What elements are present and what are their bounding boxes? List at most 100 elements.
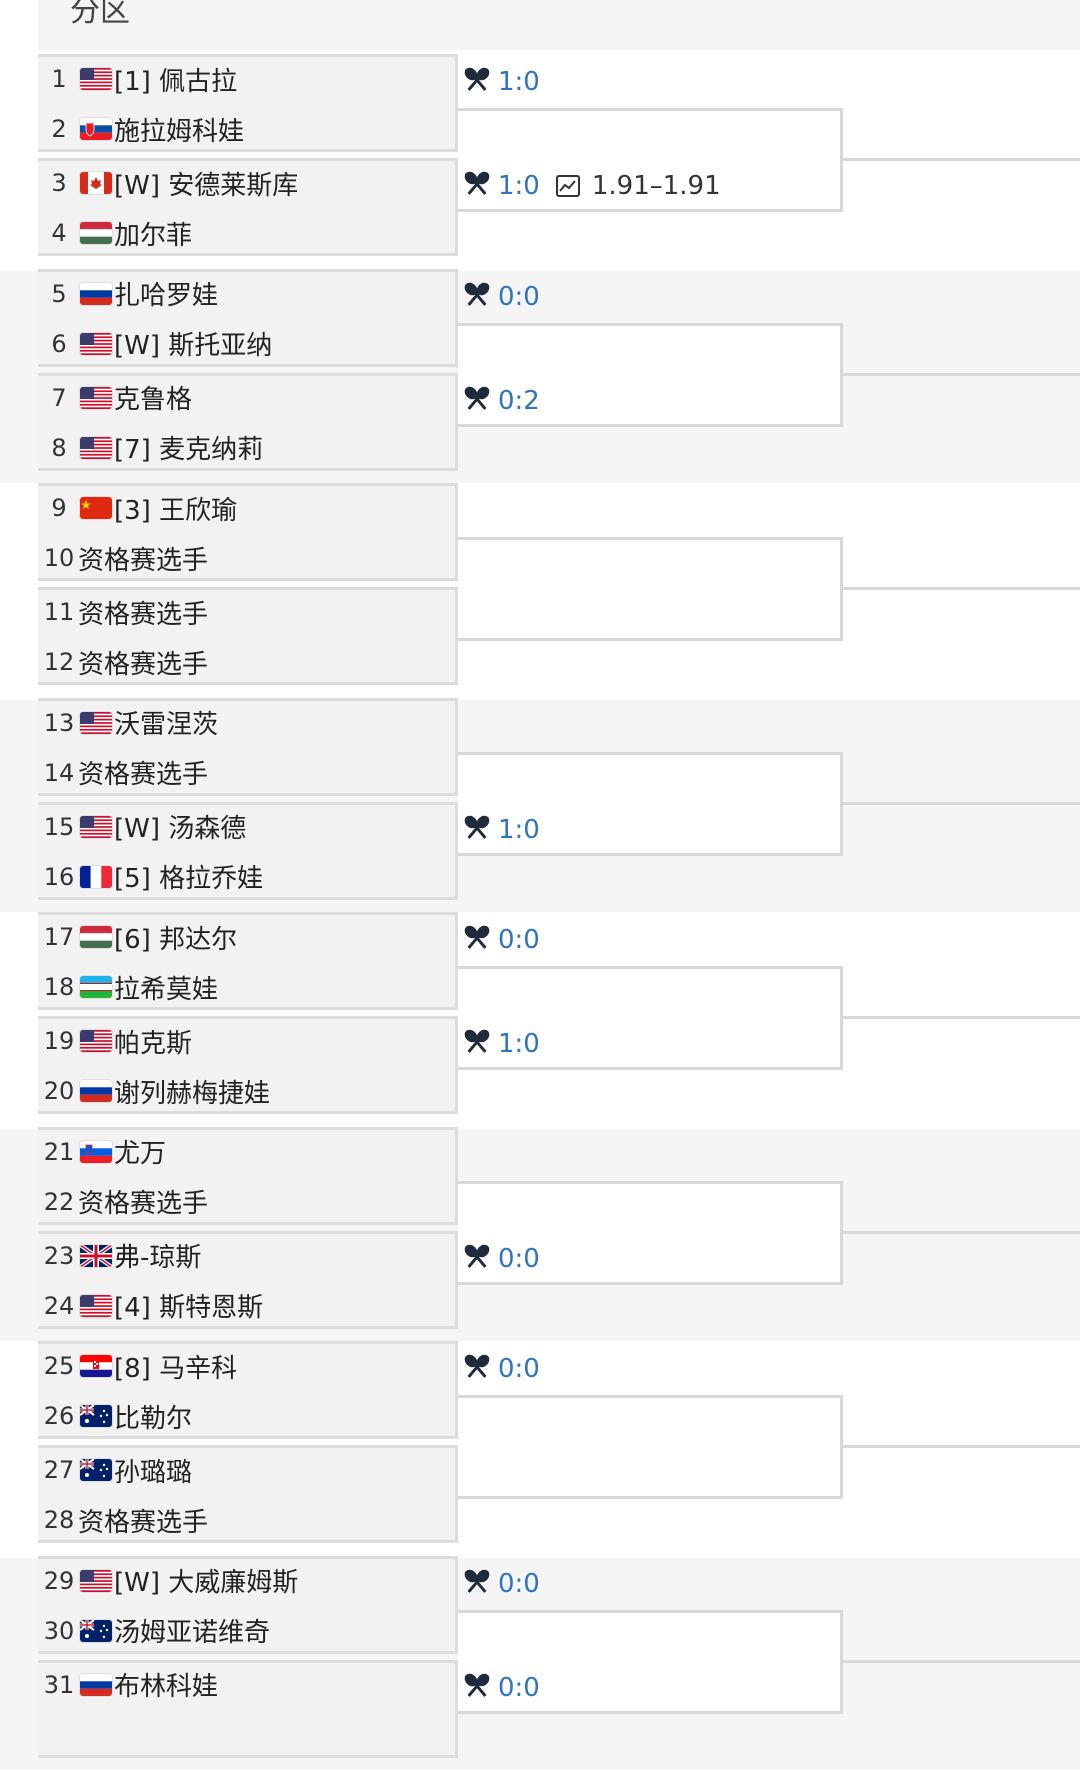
match-score: 0:0 [498, 1354, 540, 1384]
player-name: 沃雷涅茨 [114, 710, 219, 740]
match-result[interactable]: 0:0 [462, 279, 540, 315]
match-result[interactable]: 0:0 [462, 1670, 540, 1706]
player-name: 布林科娃 [114, 1672, 219, 1702]
player-row[interactable]: 31 布林科娃 [38, 1662, 455, 1708]
player-name: [3] 王欣瑜 [114, 495, 238, 526]
flag-ru-icon [80, 1080, 112, 1102]
match-result[interactable]: 0:2 [462, 383, 540, 419]
player-name: [5] 格拉乔娃 [114, 864, 264, 894]
player-row[interactable]: 29[W] 大威廉姆斯 [38, 1558, 455, 1604]
match-result[interactable]: 1:0 [462, 1026, 540, 1062]
player-number: 25 [43, 1352, 75, 1380]
match-pair[interactable]: 31 布林科娃 [38, 1659, 458, 1758]
player-name: 资格赛选手 [78, 545, 209, 576]
player-row[interactable]: 24[4] 斯特恩斯 [38, 1283, 455, 1329]
flag-si-icon [80, 1140, 112, 1163]
player-name: [W] 大威廉姆斯 [114, 1568, 299, 1598]
player-name: [1] 佩古拉 [114, 66, 238, 97]
match-pair[interactable]: 15 [W] 汤森德 16 [5] 格拉乔娃 [38, 801, 458, 900]
match-result[interactable]: 0:0 [462, 1566, 540, 1602]
flag-au-icon [80, 1459, 112, 1481]
match-score: 0:0 [498, 281, 540, 312]
flag-us-icon [80, 1294, 112, 1317]
player-row[interactable]: 25[8] 马辛科 [38, 1343, 455, 1389]
match-odds: 1.91–1.91 [591, 171, 721, 201]
player-number: 3 [51, 169, 67, 197]
bracket-connector [843, 1445, 1080, 1448]
player-name: 资格赛选手 [78, 649, 209, 680]
match-result[interactable]: 1:0 [462, 812, 540, 848]
bracket-connector [843, 587, 1080, 590]
player-row[interactable]: 15 [W] 汤森德 [38, 804, 455, 850]
player-number: 19 [43, 1027, 75, 1055]
flag-us-icon [80, 386, 112, 409]
flag-us-icon [80, 815, 112, 838]
player-number: 7 [51, 383, 67, 412]
player-row[interactable]: 16 [5] 格拉乔娃 [38, 854, 455, 900]
match-result[interactable]: 1:0 [462, 64, 540, 100]
player-name: 加尔菲 [114, 220, 193, 251]
player-number: 16 [43, 862, 75, 891]
flag-ru-icon [80, 1673, 112, 1696]
crossed-rackets-icon [462, 1242, 492, 1276]
player-number: 9 [51, 494, 67, 522]
player-name: [7] 麦克纳莉 [114, 435, 264, 465]
section-header: 分区 [38, 0, 1080, 50]
player-number: 15 [43, 812, 75, 841]
player-row[interactable]: 3[W] 安德莱斯库 [38, 160, 455, 206]
player-row[interactable]: 9 [3] 王欣瑜 [38, 485, 455, 531]
flag-ru-icon [80, 282, 112, 305]
match-result[interactable]: 0:0 [462, 1351, 540, 1387]
player-number: 31 [43, 1670, 75, 1699]
flag-us-icon [80, 332, 112, 355]
crossed-rackets-icon [462, 813, 492, 847]
player-name: [W] 汤森德 [114, 814, 247, 844]
match-result[interactable]: 0:0 [462, 1241, 540, 1277]
flag-sk-icon [80, 118, 112, 140]
match-result[interactable]: 0:0 [462, 922, 540, 958]
player-row[interactable]: 8[7] 麦克纳莉 [38, 425, 455, 471]
player-row[interactable]: 1[1] 佩古拉 [38, 56, 455, 102]
crossed-rackets-icon [462, 1671, 492, 1705]
match-score: 0:0 [498, 1243, 540, 1274]
player-row[interactable]: 17[6] 邦达尔 [38, 914, 455, 960]
player-row[interactable]: 6[W] 斯托亚纳 [38, 321, 455, 367]
